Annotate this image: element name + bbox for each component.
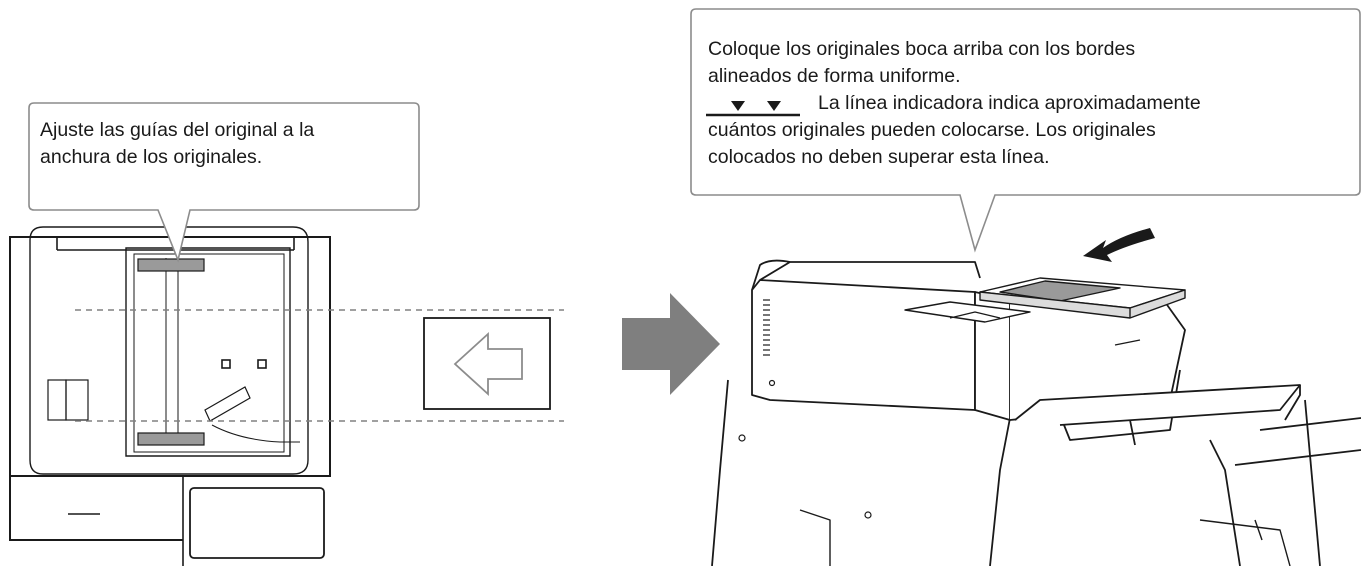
insert-arrow-icon: [1083, 228, 1155, 262]
right-callout-line: cuántos originales pueden colocarse. Los…: [708, 119, 1156, 141]
feeder-top-view: [9, 226, 331, 566]
left-callout-line: Ajuste las guías del original a la: [40, 119, 315, 141]
arrow-left-icon: [453, 331, 523, 397]
right-callout-line: alineados de forma uniforme.: [708, 65, 961, 87]
left-callout-box: [28, 102, 420, 263]
left-callout-line: anchura de los originales.: [40, 146, 263, 168]
right-callout-text: Coloque los originales boca arriba con l…: [708, 36, 1201, 171]
right-callout-box: [690, 8, 1361, 253]
right-callout-line: La línea indicadora indica aproximadamen…: [818, 92, 1201, 114]
machine-perspective: [711, 259, 1361, 567]
right-callout-line: Coloque los originales boca arriba con l…: [708, 38, 1136, 60]
arrow-right-large-icon: [622, 293, 720, 395]
paper-stack: [979, 277, 1186, 319]
guide-dashed-lines: [75, 309, 564, 422]
indicator-line-marks-icon: [706, 101, 800, 117]
left-callout-text: Ajuste las guías del original a la anchu…: [40, 117, 314, 171]
right-callout-line: colocados no deben superar esta línea.: [708, 146, 1050, 168]
